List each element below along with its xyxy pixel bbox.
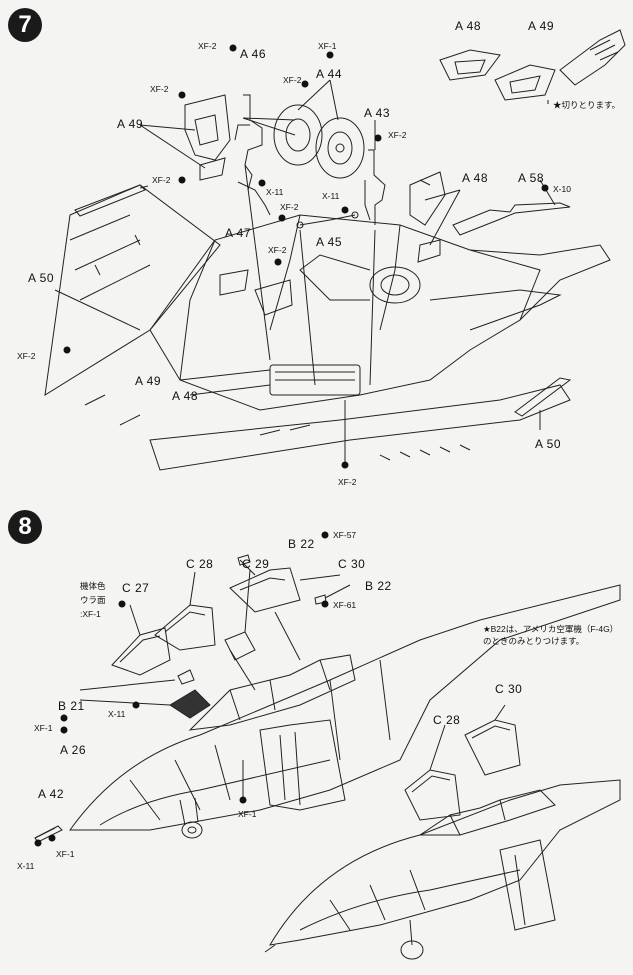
label-c30-right: C 30: [495, 682, 523, 696]
label-xf2-f: XF-2: [280, 202, 299, 212]
note-cut-off: ★切りとります。: [553, 100, 621, 110]
label-x11-a: X-11: [266, 187, 284, 197]
label-c27: C 27: [122, 581, 150, 595]
label-xf2-b: XF-2: [283, 75, 302, 85]
label-a49-bottom: A 49: [135, 374, 162, 388]
label-a48-bottom: A 48: [172, 389, 199, 403]
label-a46: A 46: [240, 47, 267, 61]
label-a47: A 47: [225, 226, 252, 240]
label-x10: X-10: [553, 184, 571, 194]
label-a45: A 45: [316, 235, 343, 249]
label-c29: C 29: [242, 557, 270, 571]
label-b22-top: B 22: [288, 537, 315, 551]
label-xf2-d: XF-2: [388, 130, 407, 140]
label-x11-b-step8: X-11: [17, 861, 35, 871]
label-xf2-h: XF-2: [17, 351, 36, 361]
label-xf1-a-step8: XF-1: [34, 723, 53, 733]
label-xf2-i: XF-2: [338, 477, 357, 487]
label-a44: A 44: [316, 67, 343, 81]
label-c28-right: C 28: [433, 713, 461, 727]
label-xf1-c-step8: XF-1: [56, 849, 75, 859]
label-a48-mid: A 48: [462, 171, 489, 185]
note-b22-line1: ★B22は、アメリカ空軍機（F-4G）: [483, 624, 619, 634]
label-a43: A 43: [364, 106, 391, 120]
label-a50-left: A 50: [28, 271, 55, 285]
label-a50-right: A 50: [535, 437, 562, 451]
label-x11-b: X-11: [322, 191, 340, 201]
label-xf2-e: XF-2: [152, 175, 171, 185]
label-b21: B 21: [58, 699, 85, 713]
label-a42: A 42: [38, 787, 65, 801]
label-xf1-b-step8: XF-1: [238, 809, 257, 819]
label-b22-mid: B 22: [365, 579, 392, 593]
label-a58: A 58: [518, 171, 545, 185]
label-body-color-3: :XF-1: [80, 609, 101, 619]
label-a48-top: A 48: [455, 19, 482, 33]
label-a26: A 26: [60, 743, 87, 757]
label-xf2-g: XF-2: [268, 245, 287, 255]
label-body-color-2: ウラ面: [80, 595, 106, 605]
label-xf57: XF-57: [333, 530, 357, 540]
label-xf1-a: XF-1: [318, 41, 337, 51]
label-xf2-c: XF-2: [150, 84, 169, 94]
label-a49-top: A 49: [528, 19, 555, 33]
label-xf2-a: XF-2: [198, 41, 217, 51]
step-7-badge: 7: [8, 8, 42, 42]
label-body-color-1: 機体色: [80, 581, 106, 591]
label-xf61: XF-61: [333, 600, 357, 610]
step-8-badge: 8: [8, 510, 42, 544]
label-c30: C 30: [338, 557, 366, 571]
step7-aircraft-underside: [45, 30, 625, 470]
label-x11-a-step8: X-11: [108, 709, 126, 719]
label-c28: C 28: [186, 557, 214, 571]
step8-cockpit-assembly: [35, 555, 620, 959]
note-b22-line2: のときのみとりつけます。: [483, 636, 585, 646]
label-a49-left: A 49: [117, 117, 144, 131]
